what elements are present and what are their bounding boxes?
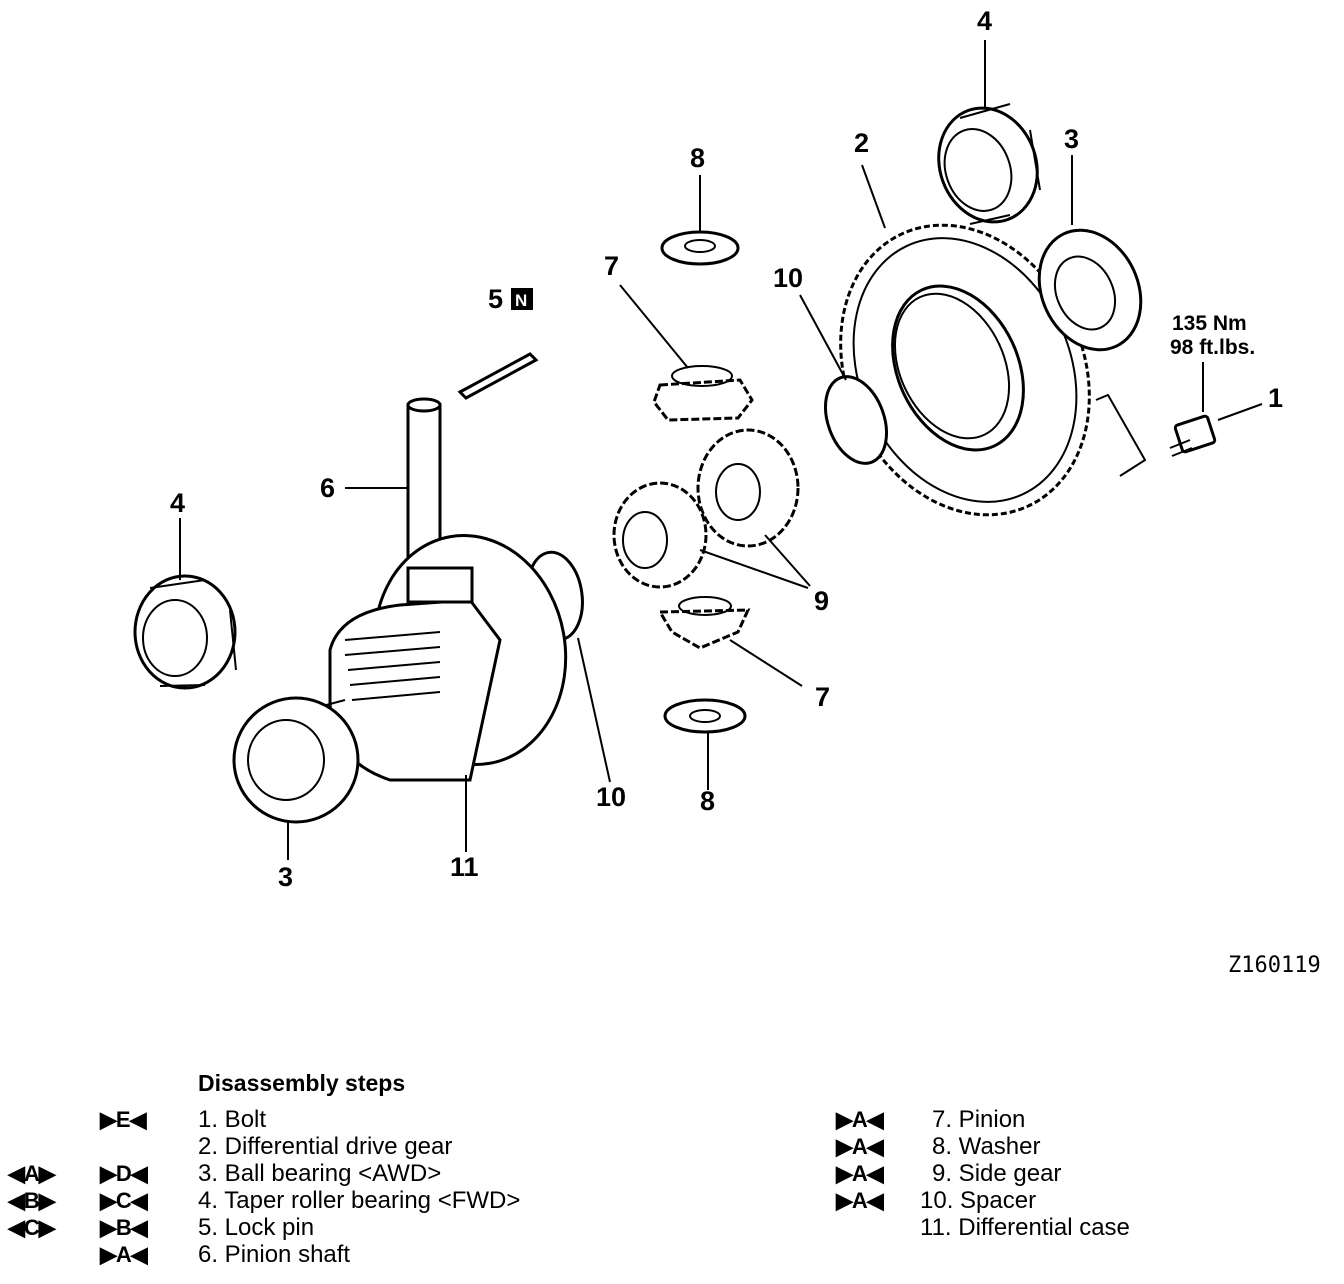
callout-4-left: 4 [170,488,185,518]
legend-row: ▶A◀ 6. Pinion shaft [0,1241,620,1268]
new-part-badge-letter: N [515,291,527,310]
bolt [1169,414,1217,457]
washer-top [660,230,740,266]
side-gear-lower [612,481,708,589]
legend-item: 11. Differential case [920,1214,1130,1241]
removal-mark: ▶C◀ [100,1188,148,1213]
removal-mark: ▶B◀ [100,1215,148,1240]
callout-10-top: 10 [773,263,803,293]
ball-bearing-top [1037,228,1143,352]
callout-7-bottom: 7 [815,682,830,712]
new-part-badge [511,288,533,310]
removal-mark: ▶D◀ [100,1161,148,1186]
legend-row: ◀C▶ ▶B◀ 5. Lock pin [0,1214,620,1241]
legend-row: ◀B▶ ▶C◀ 4. Taper roller bearing <FWD> [0,1187,620,1214]
callout-8-bottom: 8 [700,786,715,816]
legend-item: 3. Ball bearing <AWD> [198,1160,442,1187]
legend-item: 2. Differential drive gear [198,1133,453,1160]
callout-4-top: 4 [977,6,992,36]
legend-item: 9. Side gear [932,1160,1062,1187]
legend-heading: Disassembly steps [198,1070,406,1096]
legend-item: 8. Washer [932,1133,1041,1160]
pinion-top [652,365,754,422]
legend-item: 10. Spacer [920,1187,1037,1214]
pinion-shaft [406,397,442,570]
removal-mark: ▶A◀ [836,1161,884,1186]
callout-7-top: 7 [604,251,619,281]
legend-row: ▶A◀ 10. Spacer [830,1187,1330,1214]
callout-5: 5 [488,284,503,314]
legend-right-column: ▶A◀ 7. Pinion ▶A◀ 8. Washer ▶A◀ 9. Side … [830,1106,1330,1241]
ball-bearing-bottom [232,696,360,824]
legend-item: 7. Pinion [932,1106,1026,1133]
removal-mark: ▶A◀ [836,1107,884,1132]
legend-row: ◀A▶ ▶D◀ 3. Ball bearing <AWD> [0,1160,620,1187]
callout-6: 6 [320,473,335,503]
callout-8-top: 8 [690,143,705,173]
legend-row: ▶A◀ 8. Washer [830,1133,1330,1160]
side-gear-upper [696,428,800,548]
legend-item: 1. Bolt [198,1106,267,1133]
legend-row: ▶A◀ 9. Side gear [830,1160,1330,1187]
pinion-bottom [657,596,751,650]
spacer-top [824,375,888,465]
legend-row: 2. Differential drive gear [0,1133,620,1160]
legend-row: ▶E◀ 1. Bolt [0,1106,620,1133]
callout-1: 1 [1268,383,1283,413]
removal-mark: ▶E◀ [100,1107,147,1132]
differential-case [299,534,568,782]
removal-mark: ▶A◀ [836,1188,884,1213]
callout-11: 11 [450,852,479,882]
legend-left-column: ▶E◀ 1. Bolt 2. Differential drive gear ◀… [0,1106,620,1268]
installation-mark: ◀C▶ [8,1215,56,1240]
callout-3-top: 3 [1064,124,1079,154]
installation-mark: ◀A▶ [8,1161,56,1186]
figure-id: Z160119 [1228,953,1321,978]
legend-item: 4. Taper roller bearing <FWD> [198,1187,521,1214]
disassembly-legend: Disassembly steps ▶E◀ 1. Bolt 2. Differe… [0,1070,1344,1280]
callout-3-bottom: 3 [278,862,293,892]
legend-row: 11. Differential case [830,1214,1330,1241]
exploded-view-diagram: 4 2 3 8 7 10 5 N 135 Nm 98 ft.lbs. 1 6 4… [133,6,1321,978]
washer-bottom [663,698,747,734]
legend-item: 5. Lock pin [198,1214,315,1241]
removal-mark: ▶A◀ [836,1134,884,1159]
lock-pin [457,352,539,400]
torque-metric: 135 Nm [1172,312,1247,335]
callout-10-bottom: 10 [596,782,626,812]
legend-item: 6. Pinion shaft [198,1241,351,1268]
callout-9: 9 [814,586,829,616]
removal-mark: ▶A◀ [100,1242,148,1267]
installation-mark: ◀B▶ [8,1188,56,1213]
taper-roller-bearing-top [937,103,1041,225]
taper-roller-bearing-left [133,574,237,690]
torque-imperial: 98 ft.lbs. [1170,336,1255,359]
legend-row: ▶A◀ 7. Pinion [830,1106,1330,1133]
callout-2: 2 [854,128,869,158]
